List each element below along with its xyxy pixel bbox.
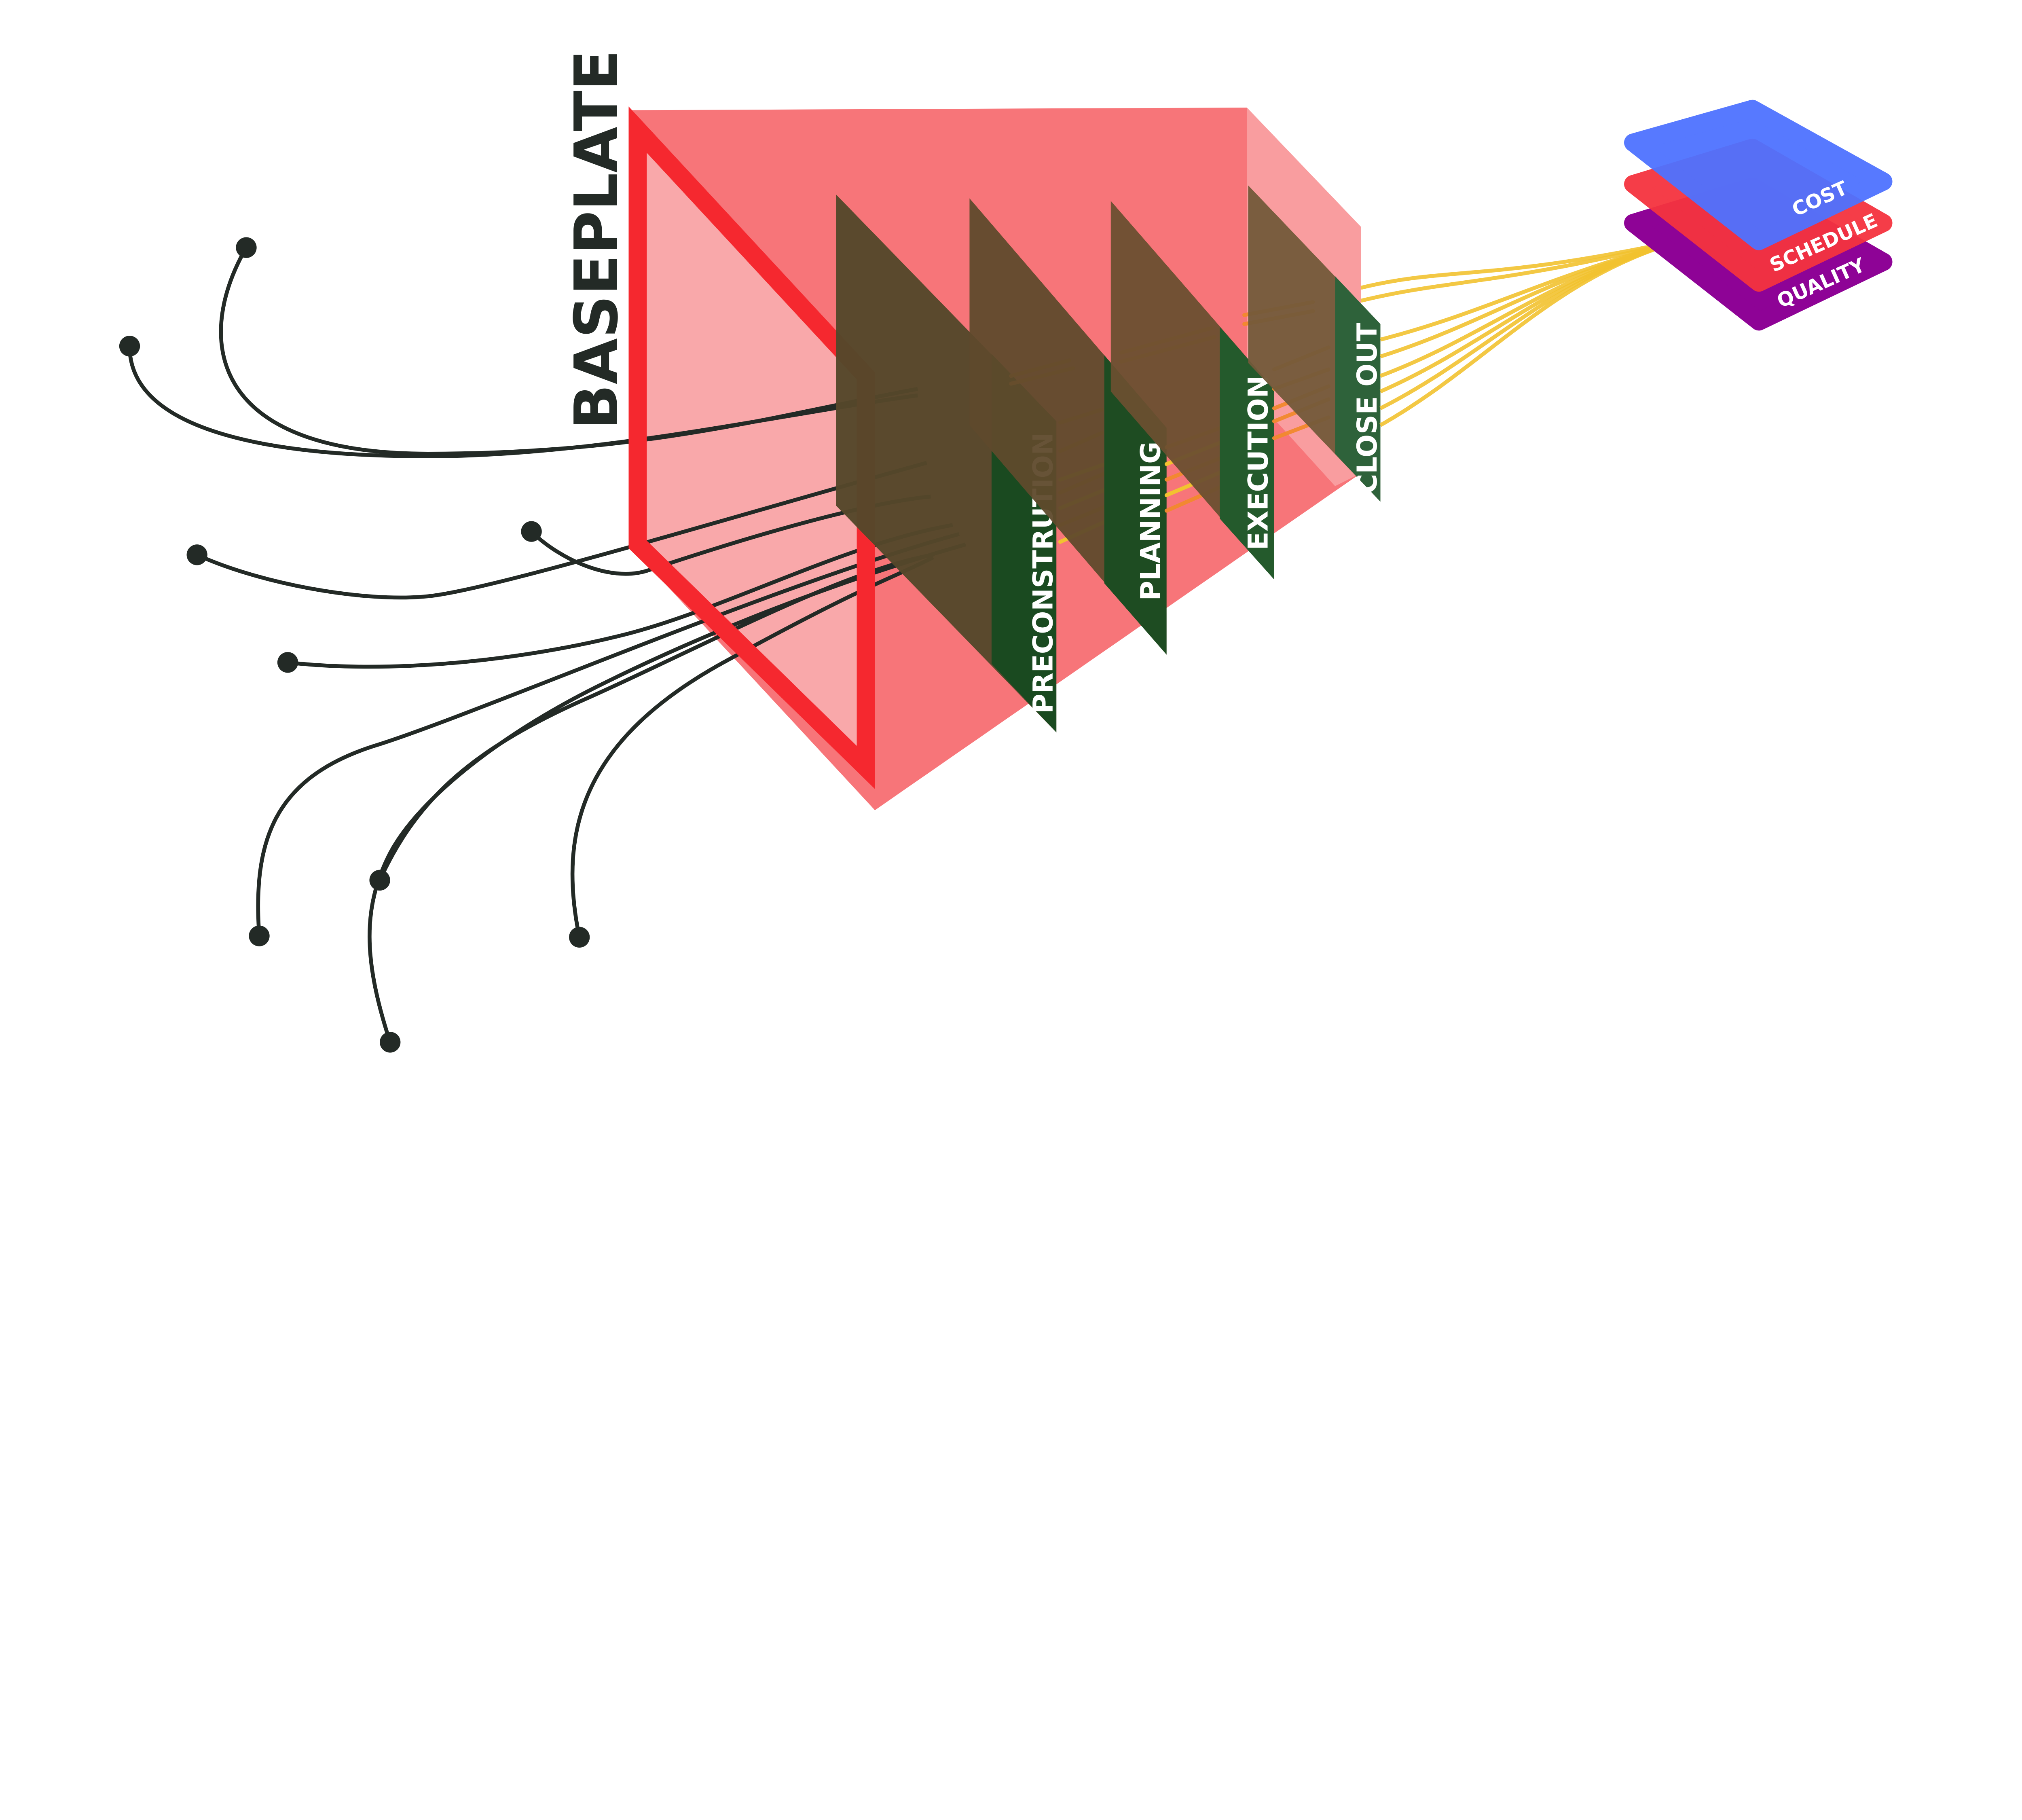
phase-label: PLANNING: [1135, 442, 1167, 601]
phase-label: EXECUTION: [1243, 375, 1274, 550]
input-node: [369, 870, 390, 891]
outcome-stack: COST SCHEDULE QUALITY: [1624, 99, 1893, 331]
input-node: [569, 927, 590, 948]
input-node: [119, 336, 140, 357]
phase-label: CLOSE OUT: [1352, 323, 1383, 494]
baseplate-frame: [628, 106, 875, 789]
phase-panel-execution: EXECUTION: [1110, 201, 1274, 580]
input-node: [521, 521, 542, 542]
input-node: [277, 652, 298, 673]
output-signals: [1360, 235, 1695, 427]
input-node: [186, 544, 207, 565]
cost-layer: [1624, 99, 1893, 250]
baseplate-label: BASEPLATE: [562, 50, 631, 430]
workflow-diagram: BASEPLATE PRECONSTRUTION PLANNING EXECUT…: [119, 50, 1893, 1053]
phase-panel-close-out: CLOSE OUT: [1248, 185, 1383, 502]
input-node: [380, 1032, 401, 1053]
input-node: [236, 237, 257, 258]
input-node: [249, 925, 270, 946]
input-wires: [119, 237, 967, 1053]
